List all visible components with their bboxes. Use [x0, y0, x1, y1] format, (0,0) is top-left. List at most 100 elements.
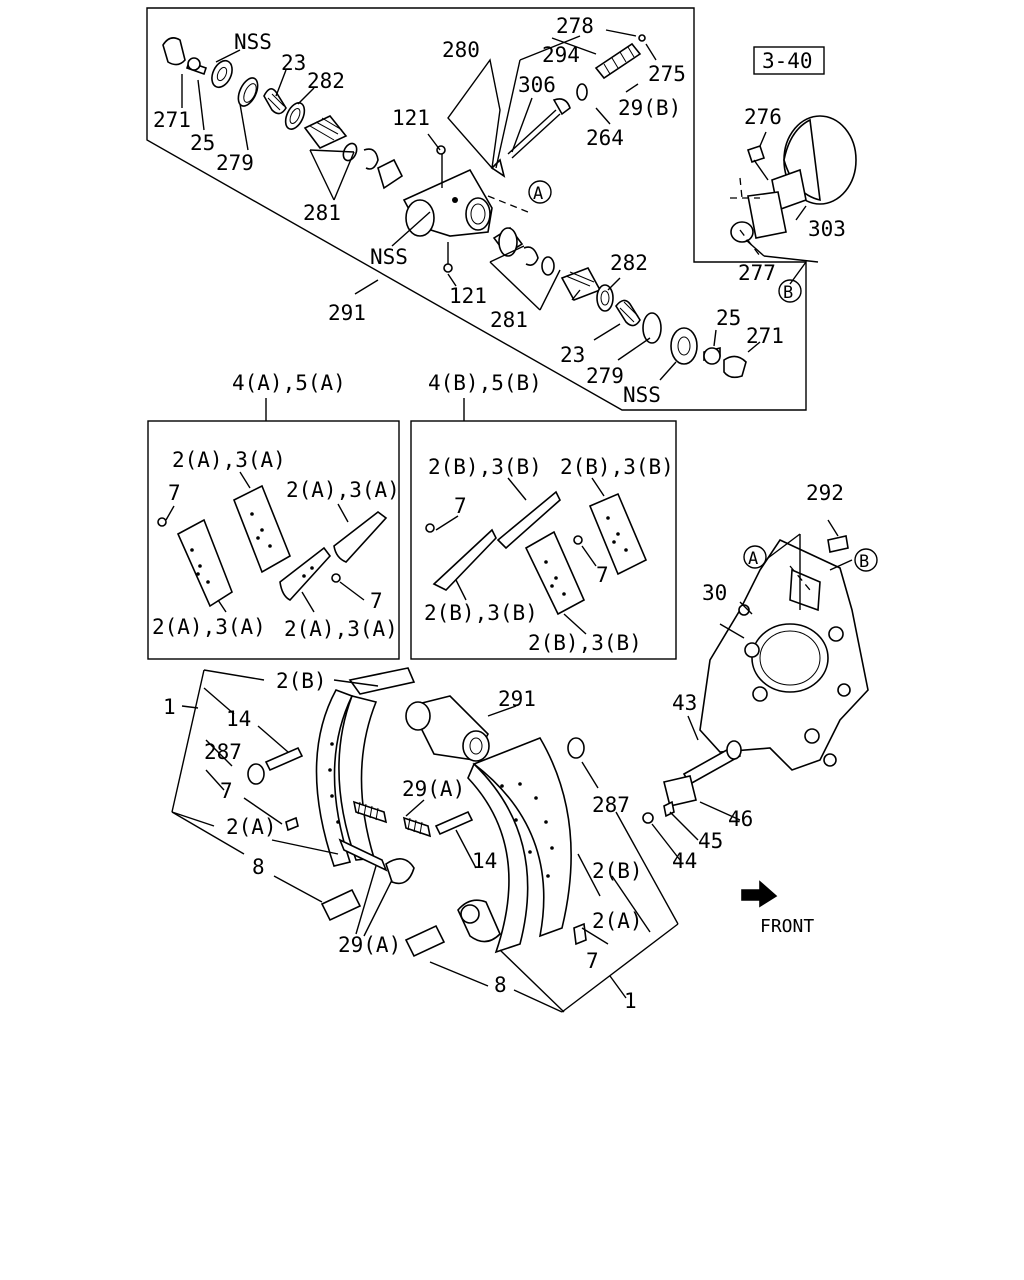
- label-29a-upper: 29(A): [402, 777, 465, 801]
- label-8-left: 8: [252, 855, 265, 879]
- label-281-left: 281: [303, 201, 341, 225]
- label-271: 271: [153, 108, 191, 132]
- cylinder-left-parts: [162, 37, 404, 190]
- kit-b-label-7b: 7: [596, 563, 609, 587]
- label-276: 276: [744, 105, 782, 129]
- label-7-right: 7: [586, 949, 599, 973]
- label-291-top: 291: [328, 301, 366, 325]
- kit-a-label-7b: 7: [370, 589, 383, 613]
- wheel-cylinder-body: [402, 145, 493, 273]
- kit-a-label-4: 2(A),3(A): [284, 617, 398, 641]
- ref-box-label: 3-40: [762, 49, 813, 73]
- label-46: 46: [728, 807, 753, 831]
- label-121-lower: 121: [449, 284, 487, 308]
- kit-a-label-3: 2(A),3(A): [152, 615, 266, 639]
- label-279-right: 279: [586, 364, 624, 388]
- label-2a-left: 2(A): [226, 815, 277, 839]
- label-291-bottom: 291: [498, 687, 536, 711]
- kit-b-label-4: 2(B),3(B): [528, 631, 642, 655]
- label-23-right: 23: [560, 343, 585, 367]
- label-nss-mid: NSS: [370, 245, 408, 269]
- label-1-right: 1: [624, 989, 637, 1013]
- anchor-pin-plate: [642, 740, 742, 824]
- kit-a-label-1: 2(A),3(A): [172, 448, 286, 472]
- label-271-right: 271: [746, 324, 784, 348]
- circle-a-plate: A: [748, 549, 758, 569]
- label-282: 282: [307, 69, 345, 93]
- label-278: 278: [556, 14, 594, 38]
- bottom-labels: 292 30 2(B) 1 14 287 7 2(A) 8 291 29(A) …: [163, 481, 844, 1013]
- kit-b-label-2: 2(B),3(B): [560, 455, 674, 479]
- shoe-kit-a-frame: [147, 420, 400, 660]
- dashed-link-b-top: [739, 229, 761, 257]
- kit-a-title: 4(A),5(A): [232, 371, 346, 395]
- label-23: 23: [281, 51, 306, 75]
- kit-labels: 4(A),5(A) 4(B),5(B) 2(A),3(A) 2(A),3(A) …: [152, 371, 674, 655]
- circle-a-top: A: [533, 184, 543, 204]
- label-29b: 29(B): [618, 96, 681, 120]
- dashed-link-a-top: [487, 195, 529, 213]
- wheel-cylinder-bottom: [405, 695, 490, 762]
- ref-box: 3-40: [753, 46, 825, 75]
- label-282-right: 282: [610, 251, 648, 275]
- label-25: 25: [190, 131, 215, 155]
- pins-and-clips: [247, 737, 587, 958]
- label-nss: NSS: [234, 30, 272, 54]
- shoe-kit-b-leaders: [435, 477, 605, 635]
- label-281-right: 281: [490, 308, 528, 332]
- circle-markers: A B A B: [528, 180, 878, 572]
- kit-a-label-7a: 7: [168, 481, 181, 505]
- brake-shoe-right: [457, 737, 572, 954]
- top-assembly-frame: [146, 7, 807, 411]
- label-292: 292: [806, 481, 844, 505]
- label-8-right: 8: [494, 973, 507, 997]
- kit-a-label-2: 2(A),3(A): [286, 478, 400, 502]
- brake-shoe-left: [315, 667, 416, 867]
- label-121-upper: 121: [392, 106, 430, 130]
- label-45: 45: [698, 829, 723, 853]
- cylinder-right-parts: [492, 226, 747, 379]
- label-275: 275: [648, 62, 686, 86]
- label-303: 303: [808, 217, 846, 241]
- label-30: 30: [702, 581, 727, 605]
- label-277: 277: [738, 261, 776, 285]
- label-25-right: 25: [716, 306, 741, 330]
- label-7-left: 7: [220, 779, 233, 803]
- label-294: 294: [542, 43, 580, 67]
- front-arrow-icon: [741, 880, 778, 908]
- shoe-kit-a-parts: [157, 484, 388, 608]
- label-nss-right: NSS: [623, 383, 661, 407]
- circle-b-plate: B: [859, 552, 869, 572]
- backing-plate: [699, 535, 869, 771]
- circle-b-top: B: [783, 283, 793, 303]
- kit-b-label-7a: 7: [454, 494, 467, 518]
- label-1-left: 1: [163, 695, 176, 719]
- shoe-kit-a-leaders: [165, 471, 365, 613]
- bleeder-rod-parts: [490, 34, 646, 178]
- kit-b-label-3: 2(B),3(B): [424, 601, 538, 625]
- shoe-kit-b-frame: [410, 420, 677, 660]
- label-2a-right: 2(A): [592, 909, 643, 933]
- kit-b-title: 4(B),5(B): [428, 371, 542, 395]
- label-2b-top: 2(B): [276, 669, 327, 693]
- dashed-link-plate: [789, 565, 811, 591]
- label-287-right: 287: [592, 793, 630, 817]
- top-labels: 271 25 279 NSS 23 282 280 278 294 275 30…: [153, 14, 846, 407]
- top-leader-lines: [181, 29, 819, 381]
- shoe-kit-b-parts: [425, 490, 648, 616]
- label-279: 279: [216, 151, 254, 175]
- label-280: 280: [442, 38, 480, 62]
- label-14-right: 14: [472, 849, 497, 873]
- bottom-leader-lines: [171, 519, 853, 1013]
- brake-chamber: [730, 115, 857, 243]
- label-2b-right: 2(B): [592, 859, 643, 883]
- label-14-left: 14: [226, 707, 251, 731]
- kit-b-label-1: 2(B),3(B): [428, 455, 542, 479]
- label-306: 306: [518, 73, 556, 97]
- return-springs: [338, 800, 432, 885]
- label-44: 44: [672, 849, 697, 873]
- label-264: 264: [586, 126, 624, 150]
- front-label: FRONT: [760, 916, 814, 937]
- label-43: 43: [672, 691, 697, 715]
